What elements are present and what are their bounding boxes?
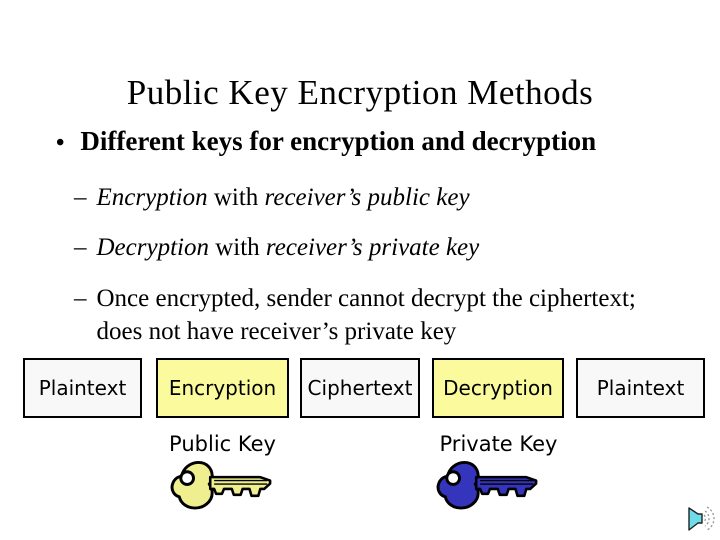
dash-marker: –	[74, 285, 87, 312]
diagram-box-decryption: Decryption	[432, 358, 564, 418]
keyword: receiver’s private key	[265, 234, 480, 261]
diagram-box-encryption: Encryption	[156, 358, 289, 418]
box-label: Plaintext	[596, 376, 685, 400]
box-label: Ciphertext	[307, 376, 413, 400]
box-label: Decryption	[443, 376, 553, 400]
sub-bullet-encryption: – Encryption with receiver’s public key	[74, 181, 664, 214]
keyword: receiver’s public key	[264, 184, 470, 211]
slide-title: Public Key Encryption Methods	[126, 73, 594, 112]
connector: with	[207, 184, 265, 211]
sub-bullet-once-encrypted: – Once encrypted, sender cannot decrypt …	[74, 282, 664, 348]
box-label: Encryption	[168, 376, 277, 400]
speaker-icon[interactable]	[687, 502, 717, 534]
keyword: Encryption	[96, 184, 208, 211]
keyword: Decryption	[96, 234, 209, 261]
sub-bullet-text: Once encrypted, sender cannot decrypt th…	[96, 285, 636, 345]
diagram-box-plaintext-2: Plaintext	[576, 358, 705, 418]
private-key-label: Private Key	[439, 432, 558, 456]
connector: with	[208, 234, 266, 261]
bullet-marker: •	[56, 130, 65, 156]
blue-key-icon	[436, 460, 538, 510]
diagram-box-plaintext-1: Plaintext	[23, 358, 142, 418]
sub-bullet-text: Encryption with receiver’s public key	[97, 181, 470, 214]
bullet-text: Different keys for encryption and decryp…	[80, 126, 597, 156]
yellow-key-icon	[170, 460, 272, 510]
bullet-item: • Different keys for encryption and decr…	[56, 125, 696, 158]
dash-marker: –	[74, 234, 87, 261]
dash-marker: –	[74, 184, 87, 211]
sub-bullet-decryption: – Decryption with receiver’s private key	[74, 231, 664, 264]
box-label: Plaintext	[38, 376, 127, 400]
sub-bullet-text: Decryption with receiver’s private key	[97, 231, 480, 264]
diagram-box-ciphertext: Ciphertext	[300, 358, 420, 418]
public-key-label: Public Key	[169, 432, 276, 456]
